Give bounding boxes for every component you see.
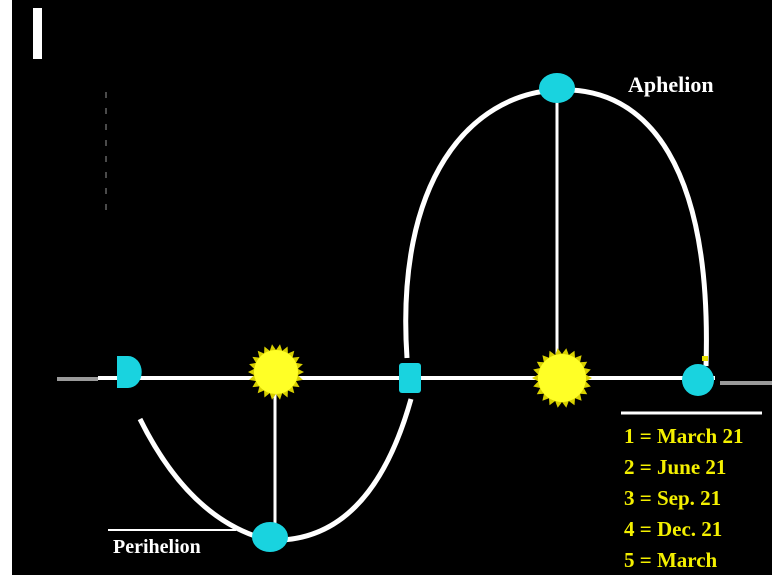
earth-icon [539, 73, 575, 103]
earth-icon [252, 522, 288, 552]
legend-item: 2 = June 21 [624, 455, 726, 479]
earth-icon [682, 364, 714, 396]
legend-item: 3 = Sep. 21 [624, 486, 721, 510]
corner-marker [33, 8, 42, 59]
sun-core [538, 354, 586, 402]
legend-item: 5 = March [624, 548, 718, 572]
legend-item: 1 = March 21 [624, 424, 743, 448]
legend-item: 4 = Dec. 21 [624, 517, 722, 541]
earth-icon [399, 363, 421, 393]
earth-marker [702, 356, 708, 361]
aphelion-label: Aphelion [628, 72, 714, 97]
sun-core [254, 350, 298, 394]
perihelion-label: Perihelion [113, 536, 201, 558]
